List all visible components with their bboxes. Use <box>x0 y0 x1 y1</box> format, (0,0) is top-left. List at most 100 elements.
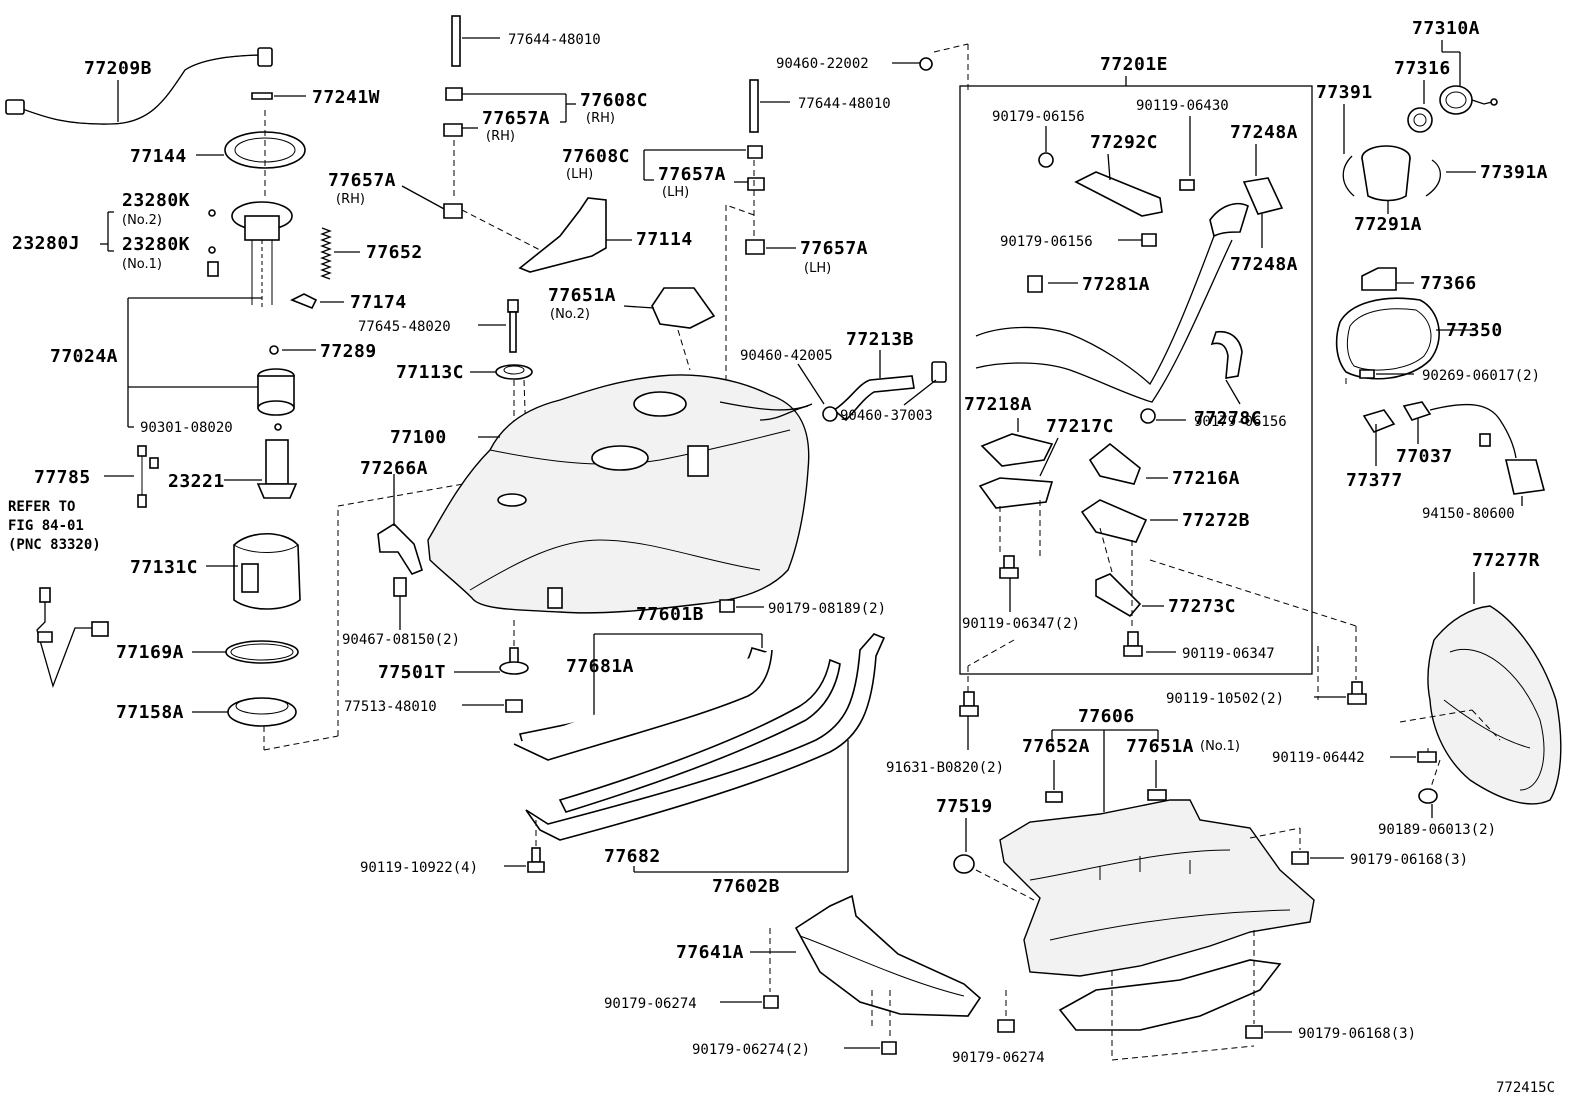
label-90460-37003: 90460-37003 <box>840 408 933 424</box>
fuel-pump-group: 77209B 77241W 77144 23280K (No.2) 23280J… <box>5 47 521 751</box>
label-23280J: 23280J <box>12 233 80 254</box>
label-90467-08150: 90467-08150(2) <box>342 632 460 648</box>
label-90119-06347-2: 90119-06347(2) <box>962 616 1080 632</box>
label-90189-06013: 90189-06013(2) <box>1378 822 1496 838</box>
label-77248A-b: 77248A <box>1230 254 1298 275</box>
label-77218A: 77218A <box>964 394 1032 415</box>
label-77201E: 77201E <box>1100 54 1168 75</box>
label-rh-b: (RH) <box>486 129 515 144</box>
label-23280K-no2: 23280K <box>122 190 190 211</box>
label-90119-10502: 90119-10502(2) <box>1166 691 1284 707</box>
under-cover-77606-shape <box>999 799 1315 977</box>
label-77037: 77037 <box>1396 446 1453 467</box>
label-no2-a: (No.2) <box>122 213 162 228</box>
label-77513-48010: 77513-48010 <box>344 699 437 715</box>
label-77310A: 77310A <box>1412 18 1480 39</box>
label-90179-08189: 90179-08189(2) <box>768 601 886 617</box>
label-77601B: 77601B <box>636 604 704 625</box>
fender-liner-77277R-shape <box>1427 605 1562 805</box>
label-77114: 77114 <box>636 229 693 250</box>
label-77158A: 77158A <box>116 702 184 723</box>
label-77213B: 77213B <box>846 329 914 350</box>
label-77641A: 77641A <box>676 942 744 963</box>
label-77391A: 77391A <box>1480 162 1548 183</box>
label-90119-10922: 90119-10922(4) <box>360 860 478 876</box>
guard-77641A-shape <box>794 894 982 1017</box>
label-77644-48010-b: 77644-48010 <box>798 96 891 112</box>
label-90119-06442: 90119-06442 <box>1272 750 1365 766</box>
label-77289: 77289 <box>320 341 377 362</box>
label-90460-22002: 90460-22002 <box>776 56 869 72</box>
label-77682: 77682 <box>604 846 661 867</box>
label-90460-42005: 90460-42005 <box>740 348 833 364</box>
label-90179-06274-a: 90179-06274 <box>604 996 697 1012</box>
figure-id: 772415C <box>1496 1080 1555 1096</box>
label-77266A: 77266A <box>360 458 428 479</box>
label-90301-08020: 90301-08020 <box>140 420 233 436</box>
filler-assembly-box <box>959 85 1313 675</box>
label-77645-48020: 77645-48020 <box>358 319 451 335</box>
label-77273C: 77273C <box>1168 596 1236 617</box>
label-94150-80600: 94150-80600 <box>1422 506 1515 522</box>
filler-pipe-group: 77201E 90179-06156 90119-06430 77292C 77… <box>886 54 1367 776</box>
filler-pipe-shape <box>975 235 1215 386</box>
label-90119-06430: 90119-06430 <box>1136 98 1229 114</box>
label-90179-06168-a: 90179-06168(3) <box>1350 852 1468 868</box>
label-77681A: 77681A <box>566 656 634 677</box>
label-77024A: 77024A <box>50 346 118 367</box>
tank-group: 77644-48010 77608C (RH) 77657A (RH) 7765… <box>328 15 1045 1066</box>
label-90179-06156-b: 90179-06156 <box>1000 234 1093 250</box>
refer-to-line3: (PNC 83320) <box>8 537 101 553</box>
label-77785: 77785 <box>34 467 91 488</box>
label-77651A-no2: 77651A <box>548 285 616 306</box>
fuel-door-group: 77310A 77316 77391 77391A 77291A 77366 7… <box>1272 18 1562 838</box>
label-77652A: 77652A <box>1022 736 1090 757</box>
label-77316: 77316 <box>1394 58 1451 79</box>
label-91631-B0820: 91631-B0820(2) <box>886 760 1004 776</box>
label-77278C: 77278C <box>1194 408 1262 429</box>
label-90269-06017: 90269-06017(2) <box>1422 368 1540 384</box>
label-77366: 77366 <box>1420 273 1477 294</box>
label-77216A: 77216A <box>1172 468 1240 489</box>
refer-to-line1: REFER TO <box>8 499 75 515</box>
label-77602B: 77602B <box>712 876 780 897</box>
bracket-77114-shape <box>518 197 607 273</box>
label-90179-06156-a: 90179-06156 <box>992 109 1085 125</box>
label-77144: 77144 <box>130 146 187 167</box>
label-77113C: 77113C <box>396 362 464 383</box>
label-77100: 77100 <box>390 427 447 448</box>
label-77657A-lh: 77657A <box>800 238 868 259</box>
label-77644-48010-a: 77644-48010 <box>508 32 601 48</box>
label-rh-a: (RH) <box>586 111 615 126</box>
label-77608C-lh: 77608C <box>562 146 630 167</box>
label-77519: 77519 <box>936 796 993 817</box>
label-77291A: 77291A <box>1354 214 1422 235</box>
label-77391: 77391 <box>1316 82 1373 103</box>
fuel-door-77350-shape <box>1335 297 1440 380</box>
under-cover-group: 77606 77652A 77651A (No.1) 77519 90179-0… <box>936 706 1468 1061</box>
label-77606: 77606 <box>1078 706 1135 727</box>
label-90179-06156-c: 90179-06156 <box>1194 414 1287 430</box>
label-77608C-rh: 77608C <box>580 90 648 111</box>
label-77174: 77174 <box>350 292 407 313</box>
refer-to-line2: FIG 84-01 <box>8 518 84 534</box>
label-90179-06274-2: 90179-06274(2) <box>692 1042 810 1058</box>
label-no1-a: (No.1) <box>122 257 162 272</box>
label-77652: 77652 <box>366 242 423 263</box>
label-23280K-no1: 23280K <box>122 234 190 255</box>
fuel-tank-77100-shape <box>427 374 810 614</box>
label-77272B: 77272B <box>1182 510 1250 531</box>
strap-77682-shape <box>558 658 841 813</box>
label-90179-06168-b: 90179-06168(3) <box>1298 1026 1416 1042</box>
label-77657A-a: 77657A <box>482 108 550 129</box>
label-77350: 77350 <box>1446 320 1503 341</box>
label-77248A-a: 77248A <box>1230 122 1298 143</box>
label-77657A-b: 77657A <box>658 164 726 185</box>
label-77657A-rh: 77657A <box>328 170 396 191</box>
label-90119-06347: 90119-06347 <box>1182 646 1275 662</box>
label-77131C: 77131C <box>130 557 198 578</box>
label-no1-b: (No.1) <box>1200 739 1240 754</box>
label-23221: 23221 <box>168 471 225 492</box>
label-77241W: 77241W <box>312 87 380 108</box>
